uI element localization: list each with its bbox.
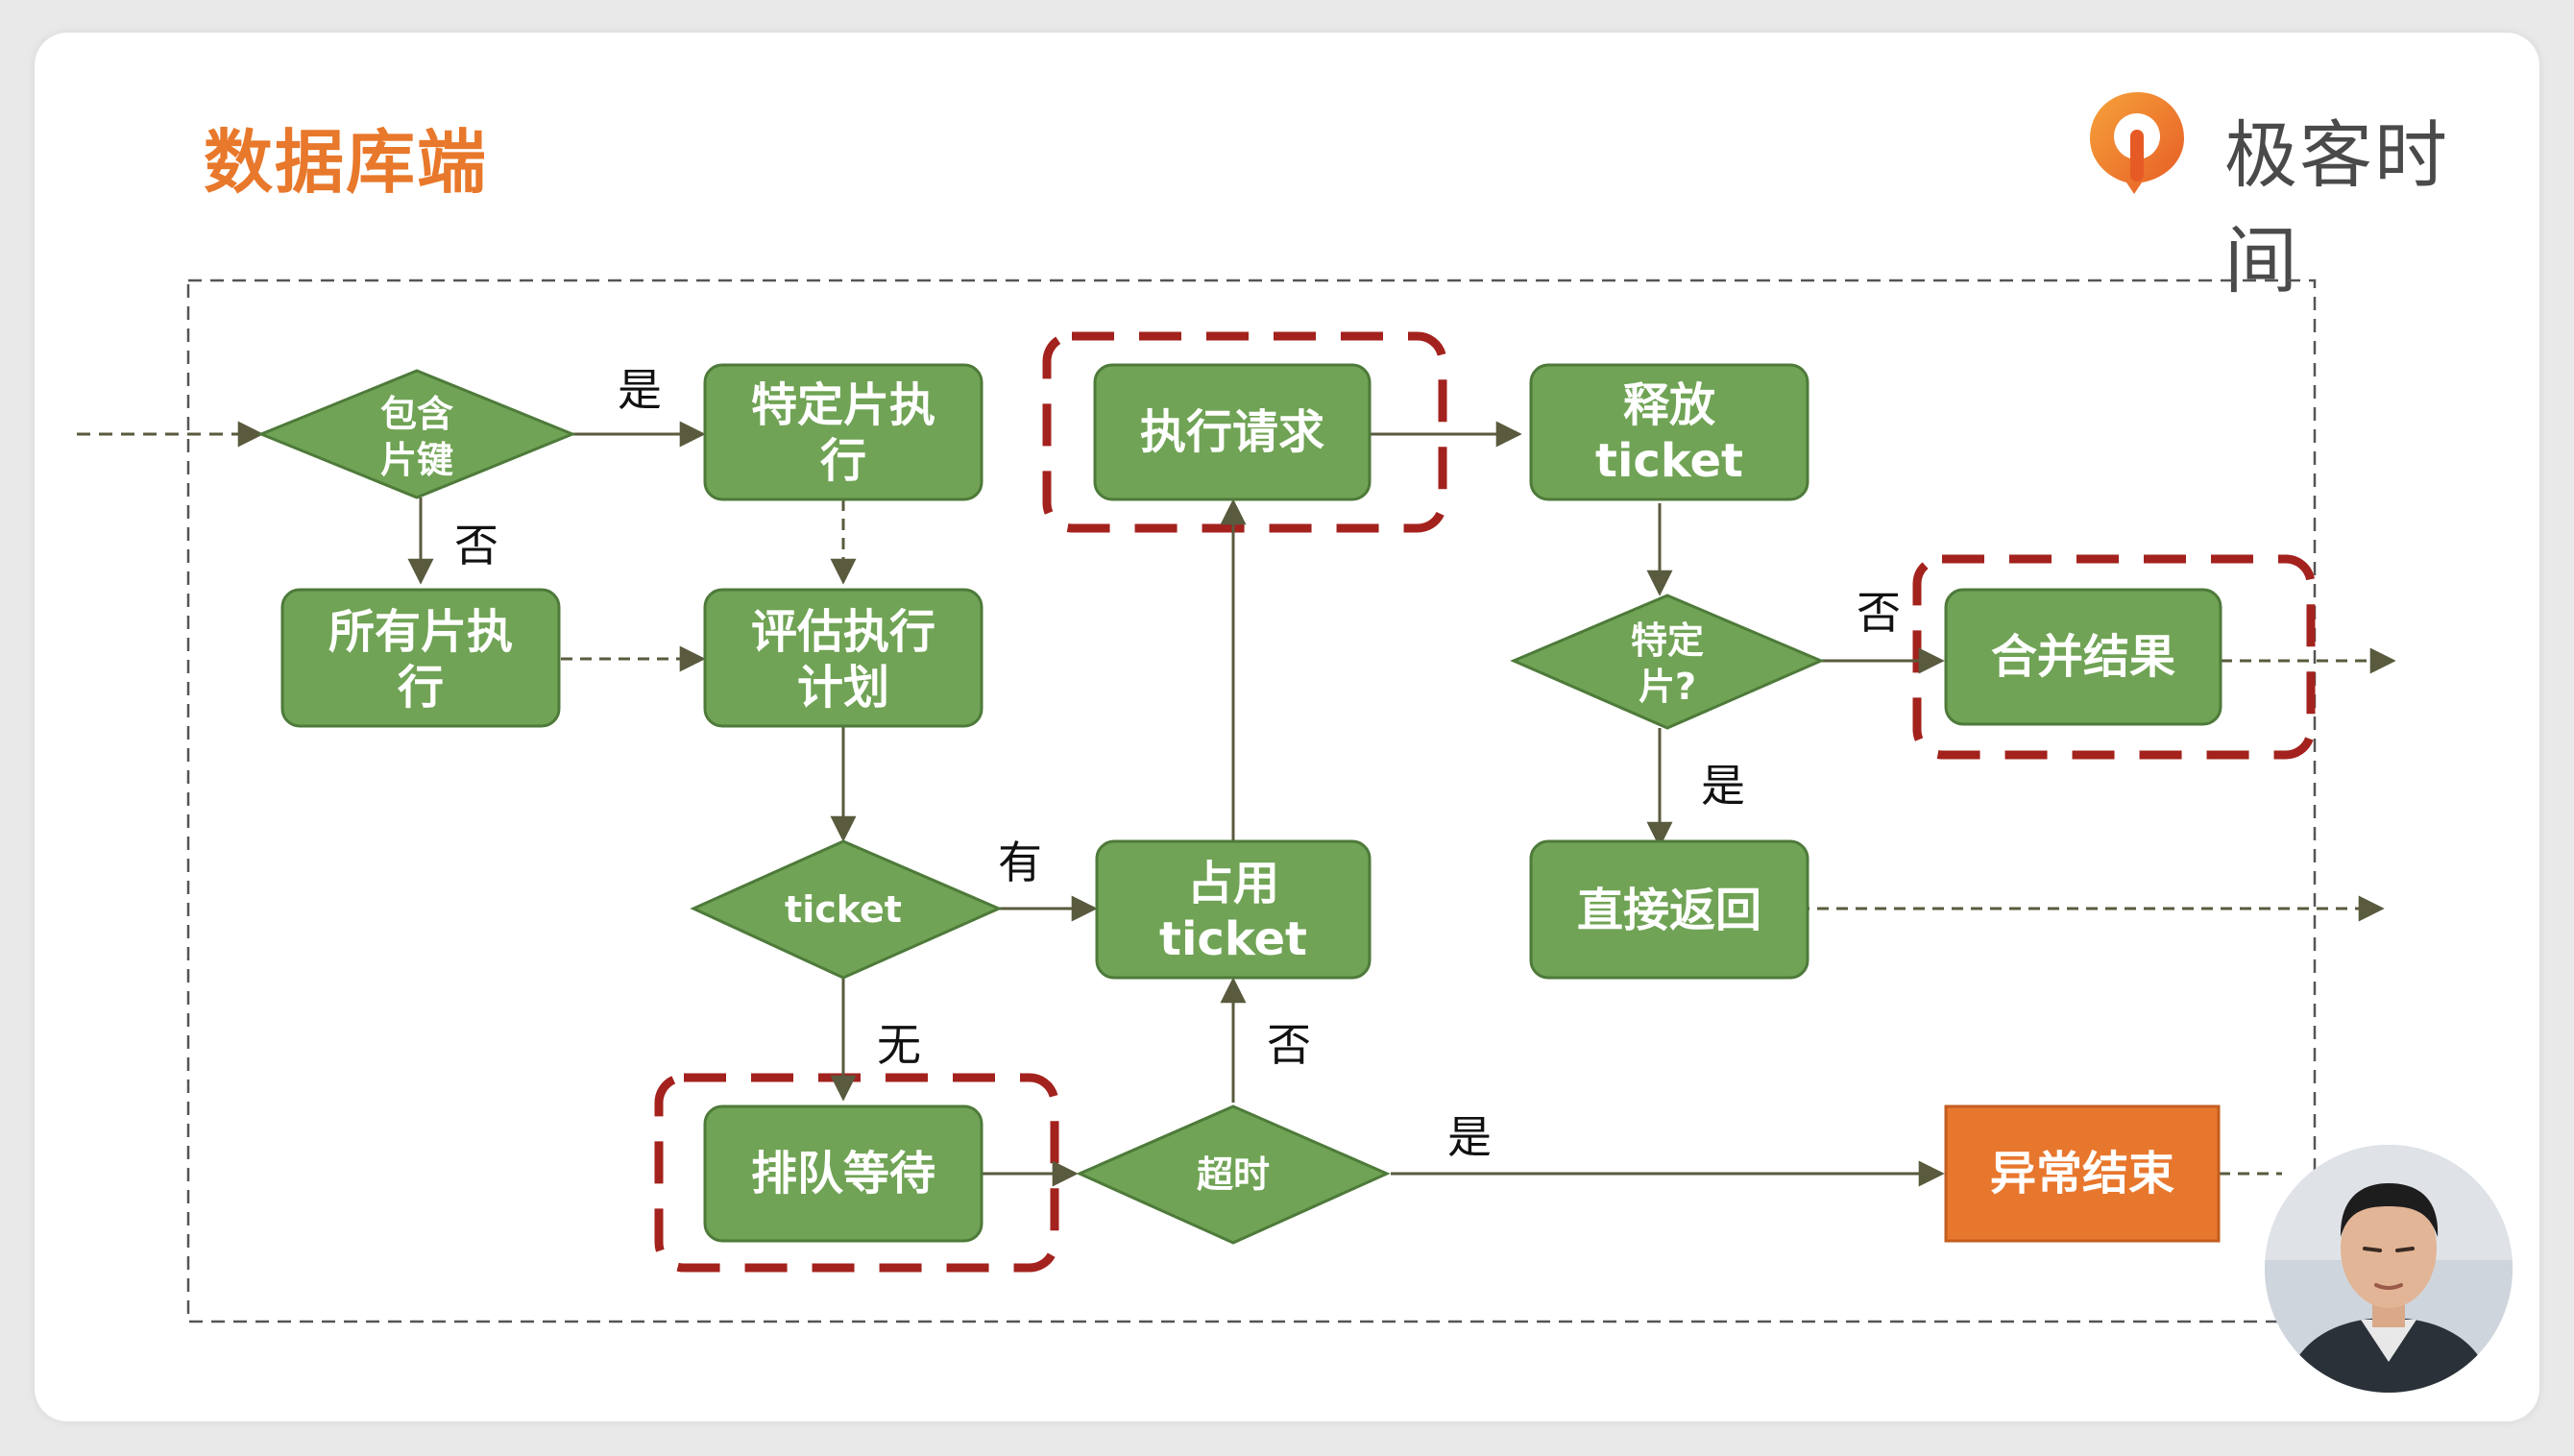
presenter-image (2265, 1145, 2513, 1393)
node-specific-shard-exec: 特定片执 行 (703, 363, 983, 501)
decision-ticket: ticket (690, 839, 1003, 980)
decision-is-specific-shard-line1: 特定 (1631, 619, 1704, 662)
slide: 数据库端 极客时间 (35, 33, 2539, 1421)
node-evaluate-plan: 评估执行 计划 (703, 588, 983, 728)
node-evaluate-plan-line1: 评估执行 (751, 605, 935, 659)
edge-label-yes-timeout: 是 (1447, 1111, 1492, 1163)
node-execute-request-label: 执行请求 (1140, 405, 1324, 459)
edge-label-none: 无 (877, 1019, 921, 1071)
node-occupy-ticket-line2: ticket (1159, 912, 1307, 966)
node-release-ticket-line2: ticket (1595, 434, 1743, 488)
brand-name: 极客时间 (2224, 112, 2449, 303)
node-merge-results: 合并结果 (1944, 588, 2222, 726)
highlight-queue-wait (654, 1073, 1059, 1273)
node-queue-wait: 排队等待 (703, 1104, 983, 1243)
node-all-shards-exec-line2: 行 (398, 661, 444, 715)
decision-is-specific-shard: 特定 片? (1510, 594, 1825, 730)
decision-timeout-label: 超时 (1197, 1153, 1270, 1196)
highlight-execute-request (1042, 331, 1447, 533)
node-release-ticket: 释放 ticket (1529, 363, 1809, 501)
edge-label-has: 有 (998, 837, 1042, 888)
presenter-avatar (2265, 1145, 2513, 1393)
brand-logo: 极客时间 (2080, 83, 2522, 303)
decision-timeout: 超时 (1076, 1104, 1391, 1245)
decision-is-specific-shard-line2: 片? (1639, 666, 1696, 708)
decision-contains-shard-key-line2: 片键 (380, 439, 453, 481)
edge-label-yes-return: 是 (1701, 760, 1745, 812)
slide-title: 数据库端 (204, 122, 489, 203)
node-occupy-ticket-line1: 占用 (1187, 857, 1279, 910)
geektime-logo-icon (2090, 92, 2184, 194)
decision-contains-shard-key: 包含 片键 (257, 369, 576, 499)
node-occupy-ticket: 占用 ticket (1095, 839, 1372, 980)
node-evaluate-plan-line2: 计划 (797, 661, 889, 715)
edge-label-no-timeout: 否 (1267, 1019, 1311, 1071)
node-queue-wait-label: 排队等待 (751, 1147, 935, 1201)
edge-label-no-merge: 否 (1857, 587, 1901, 639)
node-all-shards-exec: 所有片执 行 (280, 588, 561, 728)
node-abnormal-end-label: 异常结束 (1990, 1147, 2174, 1201)
outer-boundary (186, 279, 2317, 1323)
node-release-ticket-line1: 释放 (1623, 378, 1715, 432)
node-return-directly-label: 直接返回 (1577, 884, 1761, 937)
node-execute-request: 执行请求 (1093, 363, 1372, 501)
node-abnormal-end: 异常结束 (1944, 1104, 2221, 1243)
edge-label-no: 否 (454, 520, 498, 571)
node-specific-shard-exec-line2: 行 (820, 434, 866, 488)
edge-label-yes: 是 (618, 364, 662, 416)
decision-contains-shard-key-line1: 包含 (380, 393, 453, 435)
node-specific-shard-exec-line1: 特定片执 (751, 378, 935, 432)
node-merge-results-label: 合并结果 (1991, 630, 2175, 684)
highlight-merge-results (1912, 554, 2316, 760)
decision-ticket-label: ticket (785, 888, 902, 931)
node-all-shards-exec-line1: 所有片执 (328, 605, 513, 659)
flowchart: 包含 片键 特定片执 行 所有片执 行 评估执行 计划 执行请求 (77, 279, 2396, 1323)
node-return-directly: 直接返回 (1529, 839, 1809, 980)
